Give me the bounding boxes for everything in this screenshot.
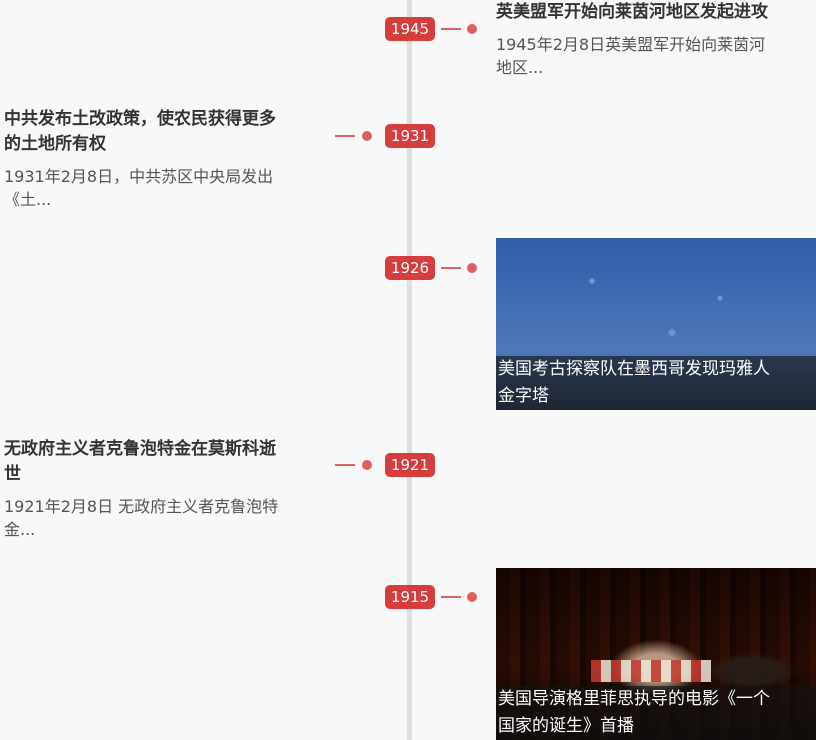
event-caption-1926: 美国考古探察队在墨西哥发现玛雅人 金字塔 (496, 356, 816, 410)
event-title-line: 中共发布土改政策，使农民获得更多 (4, 109, 276, 129)
year-badge-1931: 1931 (385, 124, 435, 148)
timeline-dot (467, 24, 477, 34)
event-desc-line: 1945年2月8日英美盟军开始向莱茵河 (496, 35, 766, 54)
timeline-axis (407, 0, 412, 740)
event-desc-line: 地区... (496, 58, 544, 77)
connector-line (335, 135, 355, 137)
event-image-card-1926[interactable]: 美国考古探察队在墨西哥发现玛雅人 金字塔 (496, 238, 816, 410)
event-desc-1921: 1921年2月8日 无政府主义者克鲁泡特 金... (4, 495, 324, 541)
event-desc-line: 《土... (4, 190, 52, 209)
timeline-dot (467, 263, 477, 273)
connector-line (335, 464, 355, 466)
event-title-line: 无政府主义者克鲁泡特金在莫斯科逝 (4, 439, 276, 459)
connector-line (441, 28, 461, 30)
timeline-dot (362, 460, 372, 470)
event-image-card-1915[interactable]: 美国导演格里菲思执导的电影《一个 国家的诞生》首播 (496, 568, 816, 740)
year-badge-1921: 1921 (385, 453, 435, 477)
event-title-1921[interactable]: 无政府主义者克鲁泡特金在莫斯科逝 世 (4, 437, 324, 487)
year-badge-1945: 1945 (385, 17, 435, 41)
event-desc-1931: 1931年2月8日，中共苏区中央局发出 《土... (4, 165, 324, 211)
event-title-1945[interactable]: 英美盟军开始向莱茵河地区发起进攻 (496, 2, 768, 22)
connector-line (441, 267, 461, 269)
event-desc-line: 金... (4, 520, 36, 539)
event-title-line: 世 (4, 464, 21, 484)
caption-line: 美国考古探察队在墨西哥发现玛雅人 (498, 359, 770, 379)
event-title-1931[interactable]: 中共发布土改政策，使农民获得更多 的土地所有权 (4, 107, 324, 157)
event-title-line: 的土地所有权 (4, 134, 106, 154)
event-desc-line: 1921年2月8日 无政府主义者克鲁泡特 (4, 497, 279, 516)
timeline-dot (467, 592, 477, 602)
caption-line: 美国导演格里菲思执导的电影《一个 (498, 689, 770, 709)
timeline-dot (362, 131, 372, 141)
caption-line: 金字塔 (498, 386, 549, 406)
event-desc-line: 1931年2月8日，中共苏区中央局发出 (4, 167, 274, 186)
connector-line (441, 596, 461, 598)
year-badge-1915: 1915 (385, 585, 435, 609)
event-caption-1915: 美国导演格里菲思执导的电影《一个 国家的诞生》首播 (496, 686, 816, 740)
flag-drape (591, 660, 711, 682)
event-desc-1945: 1945年2月8日英美盟军开始向莱茵河 地区... (496, 33, 816, 79)
caption-line: 国家的诞生》首播 (498, 716, 634, 736)
year-badge-1926: 1926 (385, 256, 435, 280)
